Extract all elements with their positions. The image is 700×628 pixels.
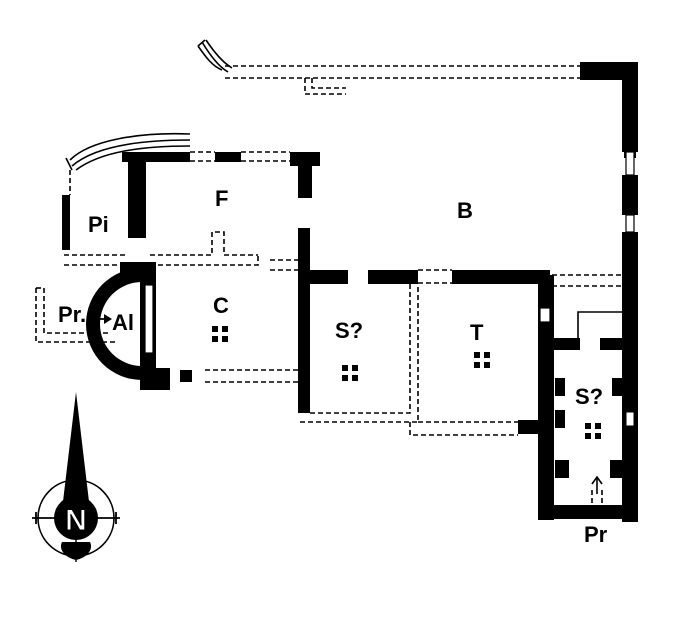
wall-c-sw [148,368,170,390]
room-label-f: F [215,186,228,211]
entrance-arrow-left [88,314,112,324]
apse-wall [86,268,142,380]
wall-east-lower [622,232,638,522]
wall-annex-in-a [554,338,580,350]
wall-s1-north-b [368,270,418,284]
wall-annex-spur [518,420,540,434]
column-marker-s2 [585,423,601,439]
wall-f-east [298,160,312,198]
wall-pi-west [62,195,70,250]
label-pr-left: Pr. [58,302,86,327]
wall-f-north-c [290,152,320,166]
wall-c-pier [180,370,192,382]
wall-f-north-a [122,152,190,162]
wall-t-north [452,270,550,284]
outer-walls [580,62,638,522]
room-label-b: B [457,198,473,223]
room-label-s2: S? [575,384,603,409]
column-marker-c [212,326,228,342]
wall-east-mid [622,175,638,215]
room-label-c: C [213,293,229,318]
room-label-t: T [470,320,484,345]
wall-east-upper [622,62,638,152]
north-compass-icon: N [32,392,120,562]
room-label-pi: Pi [88,212,109,237]
apse-al [35,268,142,380]
wall-s1-north-a [298,270,348,284]
room-f-walls [62,132,320,271]
wall-f-west [128,158,146,238]
column-marker-t [474,352,490,368]
compass-north-letter: N [65,504,87,537]
north-dashed-wall [197,39,580,95]
wall-f-north-b [215,152,241,162]
column-marker-s1 [342,365,358,381]
room-label-s1: S? [335,318,363,343]
room-c-walls [120,262,298,390]
wall-c-east [298,228,310,413]
central-walls [298,228,550,436]
annex-walls [518,274,638,520]
wall-annex-in-b [600,338,622,350]
label-pr-bottom: Pr [584,522,608,547]
wall-annex-west [538,275,554,520]
wall-annex-south [538,505,638,519]
room-label-al: Al [112,310,134,335]
